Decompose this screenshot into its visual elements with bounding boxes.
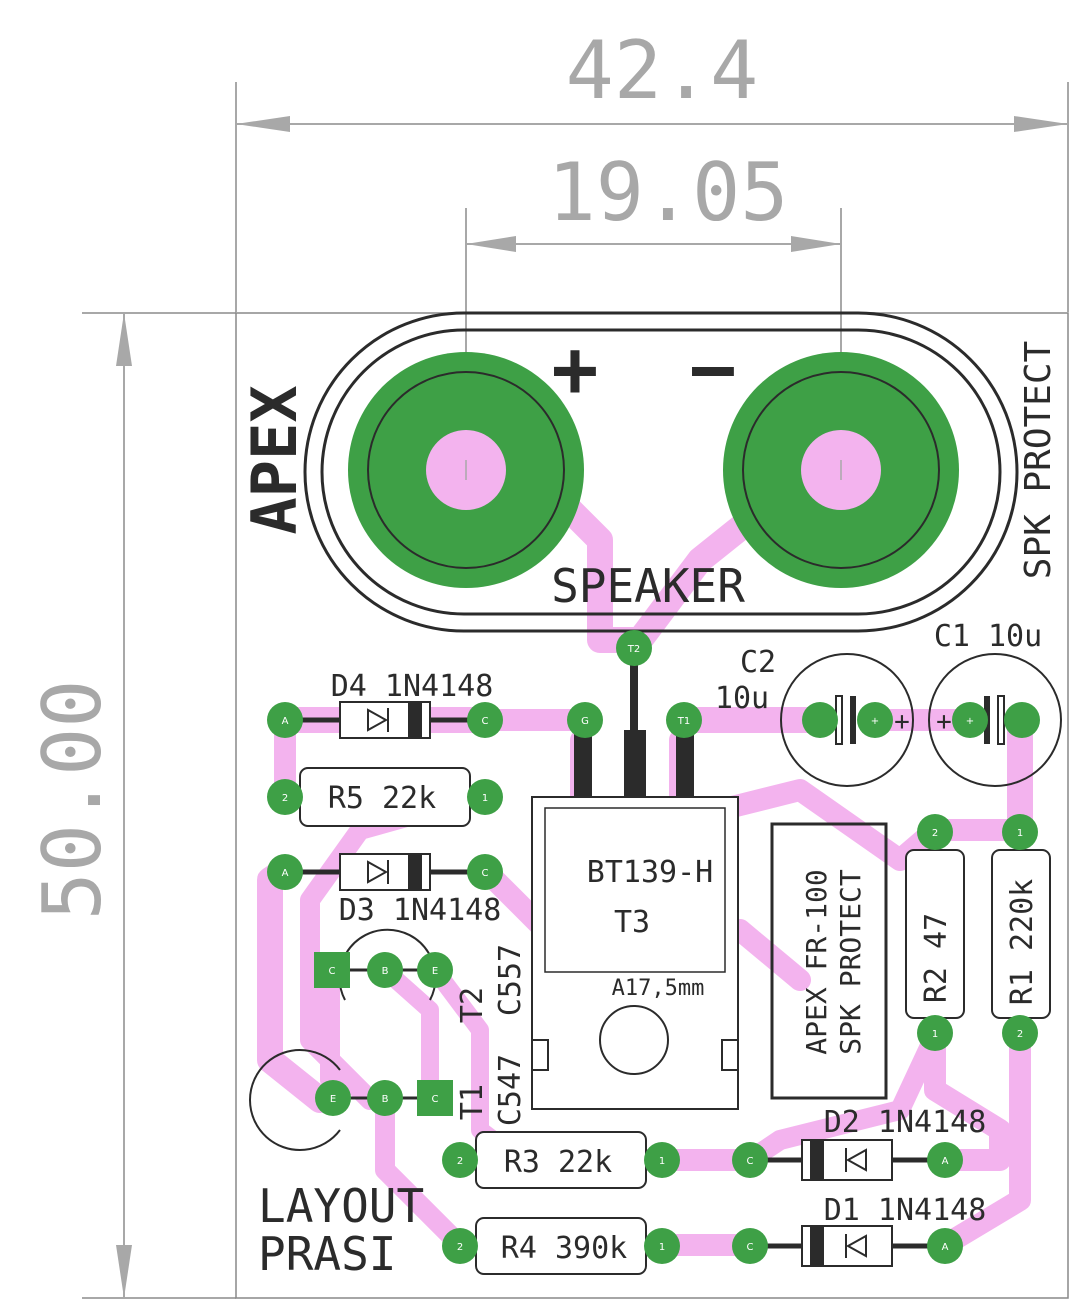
svg-text:A: A — [942, 1242, 949, 1253]
d4-label: D4 1N4148 — [331, 669, 494, 704]
transistor-t2 — [314, 928, 453, 1001]
c2-value-label: 10u — [715, 681, 769, 716]
capacitor-c1: + — [928, 653, 1062, 787]
svg-text:C: C — [747, 1242, 754, 1253]
svg-text:A: A — [282, 868, 289, 879]
c2-label: C2 — [740, 645, 776, 680]
dimension-width-label: 42.4 — [566, 24, 759, 117]
resistor-r3 — [442, 1131, 680, 1189]
transistor-t1 — [249, 1049, 453, 1151]
capacitor-c2: + — [780, 653, 914, 787]
r3-label: R3 22k — [504, 1145, 612, 1180]
d3-label: D3 1N4148 — [339, 893, 502, 928]
svg-text:A: A — [942, 1156, 949, 1167]
r1-label: R1 220k — [1005, 879, 1040, 1005]
svg-text:B: B — [382, 1094, 389, 1105]
resistor-r1 — [991, 814, 1051, 1051]
brand-label: APEX — [238, 385, 311, 534]
svg-text:1: 1 — [659, 1156, 665, 1167]
svg-text:+: + — [936, 707, 952, 737]
dimension-annotations — [82, 82, 1069, 1299]
d1-label: D1 1N4148 — [824, 1193, 987, 1228]
layout-label-line1: LAYOUT — [258, 1179, 424, 1233]
svg-text:+: + — [871, 716, 879, 727]
svg-text:E: E — [330, 1094, 336, 1105]
r2-label: R2 47 — [919, 913, 954, 1003]
board-name-line1: APEX FR-100 — [800, 869, 833, 1054]
svg-text:C: C — [329, 966, 336, 977]
svg-text:T1: T1 — [677, 716, 690, 727]
diode-d2 — [732, 1139, 963, 1181]
svg-text:E: E — [432, 966, 438, 977]
svg-text:C: C — [482, 868, 489, 879]
speaker-label: SPEAKER — [551, 559, 745, 613]
t2-part-label: C557 — [493, 944, 528, 1016]
svg-text:B: B — [382, 966, 389, 977]
svg-text:+: + — [966, 716, 974, 727]
svg-text:1: 1 — [659, 1242, 665, 1253]
svg-text:C: C — [482, 716, 489, 727]
r5-label: R5 22k — [328, 781, 436, 816]
resistor-r4 — [442, 1217, 680, 1275]
svg-text:2: 2 — [1017, 1029, 1023, 1040]
title-vertical-label: SPK PROTECT — [1018, 341, 1059, 579]
t1-part-label: C547 — [493, 1054, 528, 1126]
svg-text:T2: T2 — [627, 644, 640, 655]
svg-text:+: + — [894, 707, 910, 737]
diode-d4 — [267, 701, 503, 739]
board-name-box — [770, 822, 888, 1100]
t3-label: T3 — [614, 905, 650, 940]
svg-text:1: 1 — [932, 1029, 938, 1040]
c1-label: C1 10u — [934, 619, 1042, 654]
plus-symbol: + — [552, 325, 599, 415]
minus-symbol: − — [690, 325, 737, 415]
resistor-r5 — [267, 767, 503, 827]
svg-text:2: 2 — [932, 828, 938, 839]
speaker-connector — [303, 311, 1019, 633]
t3-part-label: BT139-H — [587, 855, 713, 890]
svg-text:2: 2 — [457, 1242, 463, 1253]
heatsink-note: A17,5mm — [612, 976, 705, 1001]
triac-t3 — [531, 630, 739, 1110]
svg-text:C: C — [432, 1094, 439, 1105]
svg-text:A: A — [282, 716, 289, 727]
t2-label: T2 — [455, 987, 490, 1023]
svg-text:2: 2 — [457, 1156, 463, 1167]
dimension-height-label: 50.00 — [26, 680, 119, 921]
board-name-line2: SPK PROTECT — [834, 869, 867, 1055]
diode-d3 — [267, 853, 503, 891]
layout-label-line2: PRASI — [258, 1227, 396, 1281]
svg-text:1: 1 — [482, 793, 488, 804]
svg-text:C: C — [747, 1156, 754, 1167]
t1-label: T1 — [455, 1084, 490, 1120]
svg-text:2: 2 — [282, 793, 288, 804]
svg-text:G: G — [581, 716, 589, 727]
r4-label: R4 390k — [501, 1231, 627, 1266]
dimension-pin-spacing-label: 19.05 — [548, 146, 789, 239]
pad-labels: A C 2 1 A C C B E E B C G T2 T1 2 1 2 1 … — [282, 644, 1024, 1253]
svg-text:1: 1 — [1017, 828, 1023, 839]
resistor-r2 — [905, 814, 965, 1051]
diode-d1 — [732, 1225, 963, 1267]
d2-label: D2 1N4148 — [824, 1105, 987, 1140]
